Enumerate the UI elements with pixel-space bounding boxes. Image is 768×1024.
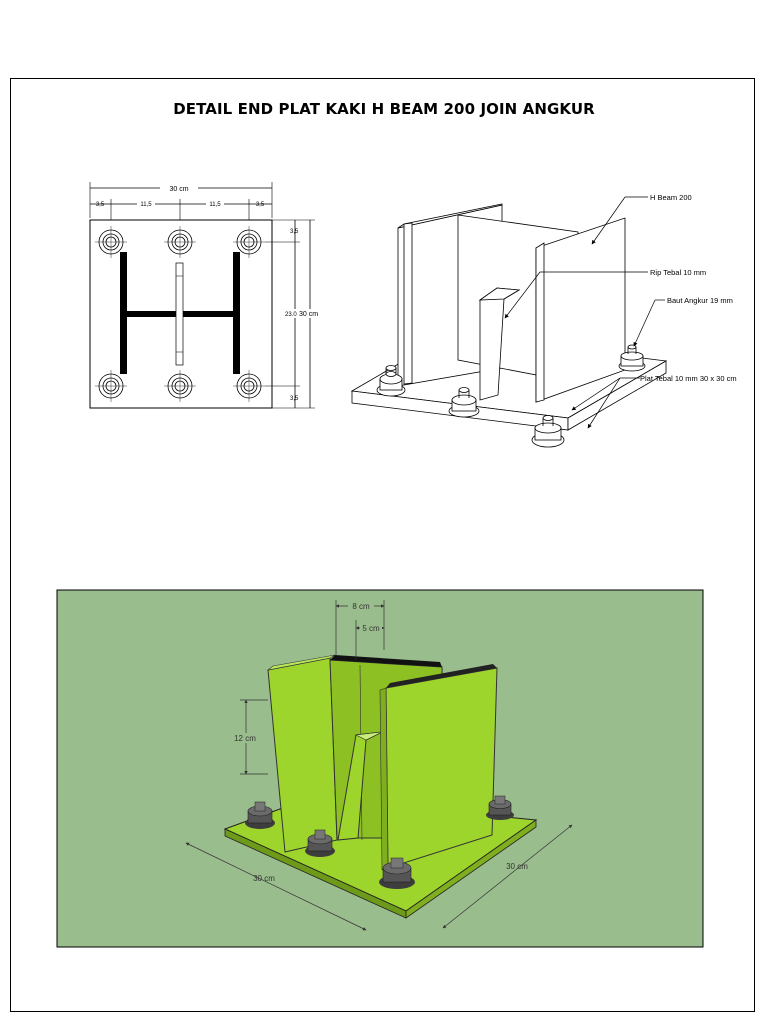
bolt-icon: [164, 226, 196, 258]
label-rib: Rip Tebal 10 mm: [650, 268, 706, 277]
anchor-bolts-plan: [95, 226, 265, 402]
h-beam-flange-left: [120, 252, 127, 374]
bolt-icon: [618, 344, 646, 372]
label-plate: Plat Tebal 10 mm 30 x 30 cm: [640, 374, 737, 383]
bolt-icon: [233, 370, 265, 402]
render-web-top-edge: [330, 655, 442, 667]
label-anchor-bolt: Baut Angkur 19 mm: [667, 296, 733, 305]
dim-render-30cm-right: 30 cm: [506, 862, 528, 871]
dim-edge-top: 3,5: [290, 229, 299, 235]
bolt-icon: [164, 370, 196, 402]
bolt-icon: [95, 370, 127, 402]
rib-plan: [175, 262, 184, 366]
bolt-icon: [95, 226, 127, 258]
base-plate-side: [567, 360, 667, 431]
dim-edge-left: 3,5: [96, 202, 105, 208]
flange-right: [535, 217, 626, 403]
dim-span-1: 11,5: [140, 202, 152, 208]
dim-edge-bottom: 3,5: [290, 396, 299, 402]
dim-span-2: 11,5: [209, 202, 221, 208]
render-bolt-icon: [486, 795, 514, 820]
render-bolt-icon: [245, 801, 275, 829]
dim-render-8cm: 8 cm: [352, 602, 370, 611]
dim-inner-height: 23.0: [285, 312, 297, 318]
plan-view: 30 cm 3,5 11,5 11,5 3,5: [89, 182, 322, 409]
bolt-icon: [233, 226, 265, 258]
isometric-view: [350, 196, 668, 448]
dim-overall-height: 30 cm: [299, 311, 318, 318]
dim-render-12cm: 12 cm: [234, 734, 256, 743]
render-view: 8 cm 5 cm 12 cm 30 cm 30 cm: [56, 589, 704, 948]
dim-overall-width: 30 cm: [169, 186, 188, 193]
render-bolt-icon: [379, 857, 415, 889]
label-h-beam: H Beam 200: [650, 193, 692, 202]
h-beam-flange-right: [233, 252, 240, 374]
bolt-icon: [531, 415, 565, 448]
dim-render-5cm: 5 cm: [362, 624, 380, 633]
bolt-icon: [376, 365, 406, 397]
dim-edge-right: 3,5: [256, 202, 265, 208]
drawing-title: DETAIL END PLAT KAKI H BEAM 200 JOIN ANG…: [173, 100, 595, 118]
dim-render-30cm-left: 30 cm: [253, 874, 275, 883]
render-flange-right: [385, 667, 498, 869]
bolt-icon: [448, 387, 480, 418]
